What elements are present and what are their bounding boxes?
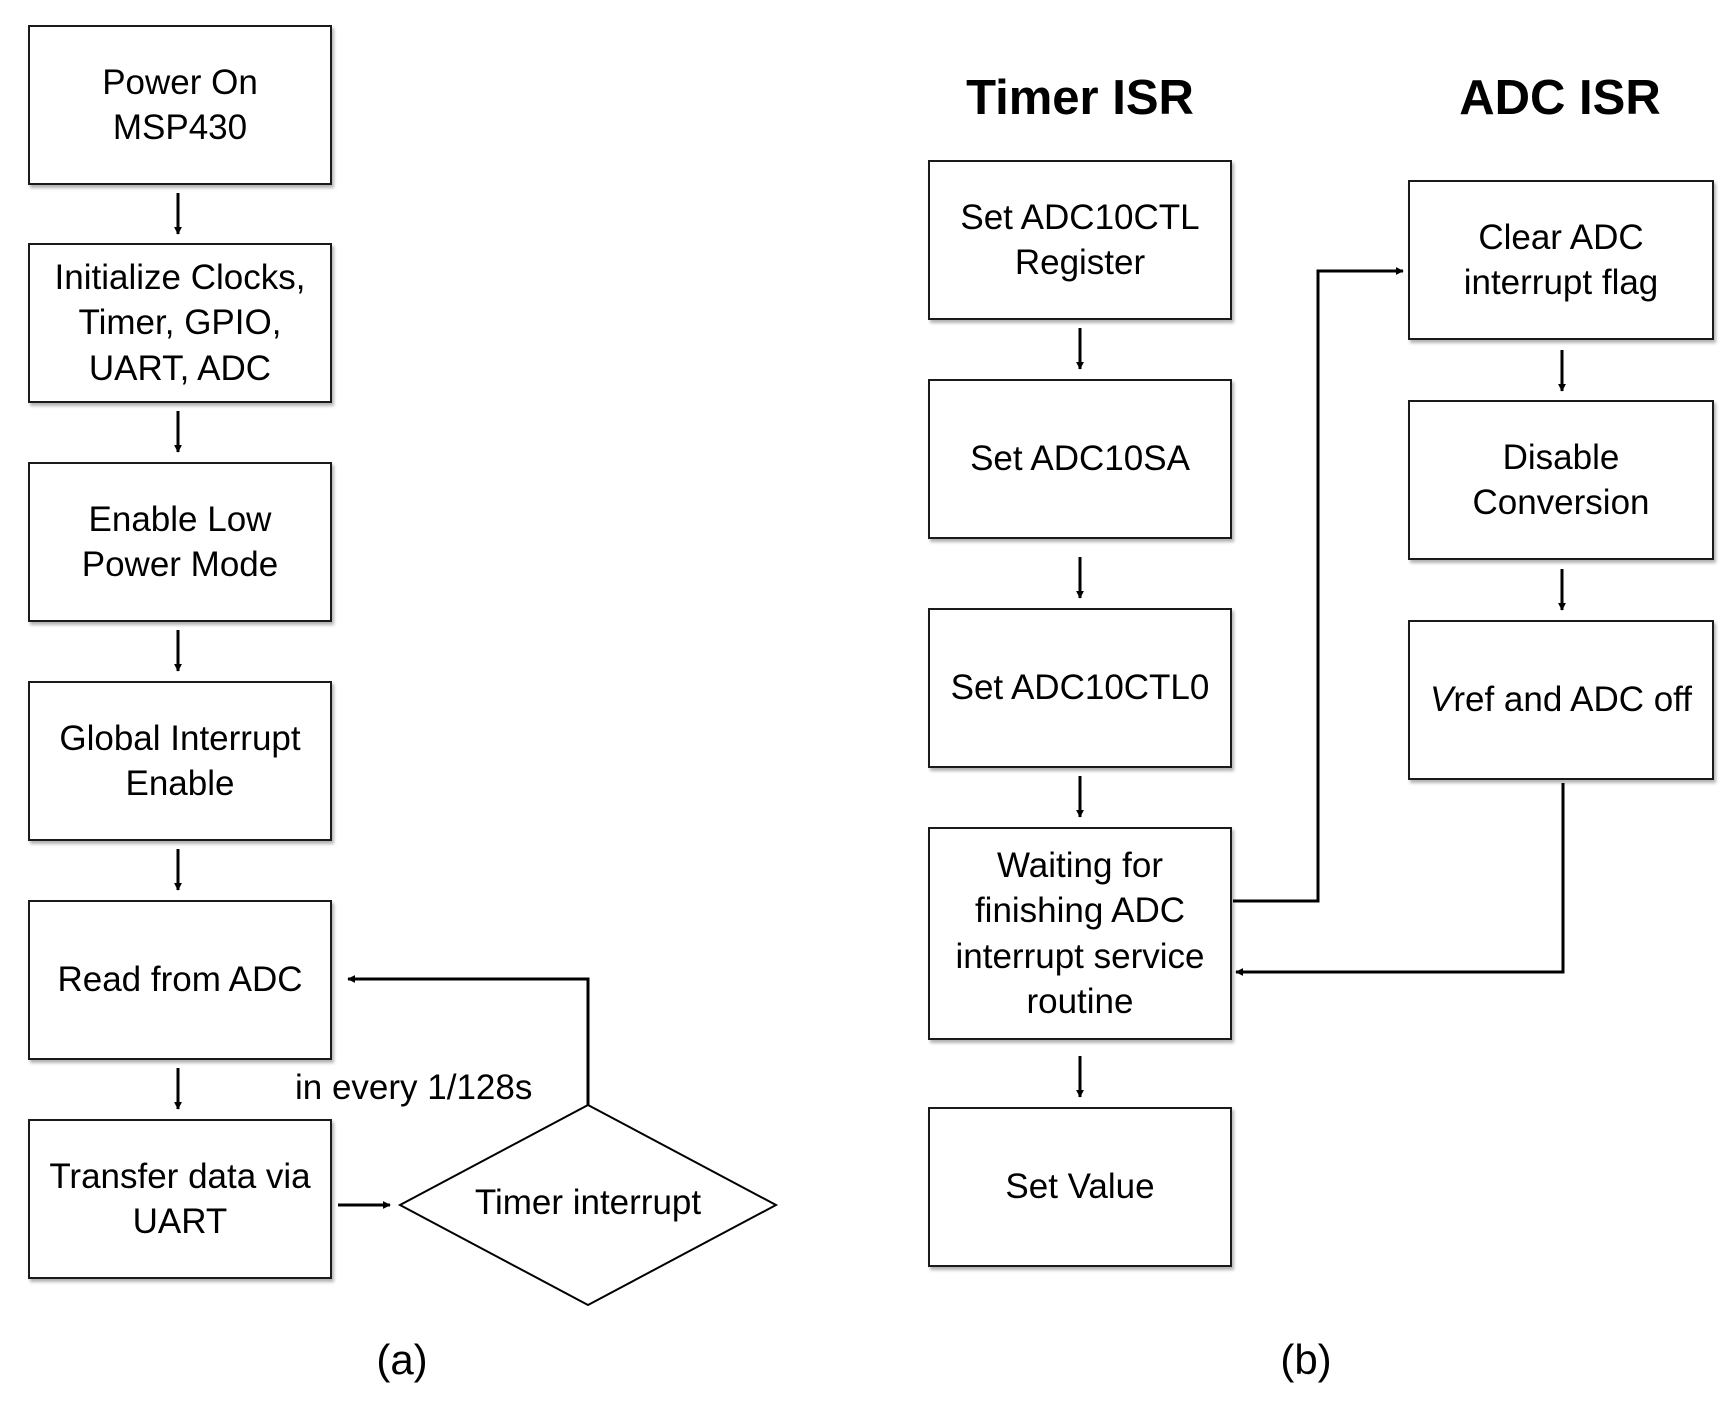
power-on-box: Power On MSP430: [28, 25, 332, 185]
timer-interrupt-diamond: [397, 1103, 779, 1307]
set-adc10ctl-box: Set ADC10CTL Register: [928, 160, 1232, 320]
caption-a: (a): [376, 1336, 428, 1383]
arrow-timer-loop-to-read: [347, 975, 590, 1105]
vref-adc-off-label: Vref and ADC off: [1430, 677, 1692, 723]
set-adc10sa-label: Set ADC10SA: [970, 439, 1190, 479]
disable-conversion-box: Disable Conversion: [1408, 400, 1714, 560]
timer-isr-heading: Timer ISR: [966, 71, 1194, 125]
transfer-uart-label: Transfer data via UART: [49, 1156, 311, 1242]
transfer-uart-box: Transfer data via UART: [28, 1119, 332, 1279]
low-power-label: Enable Low Power Mode: [81, 499, 279, 585]
vref-adc-off-box: Vref and ADC off: [1408, 620, 1714, 780]
arrow-waiting-to-clear-flag: [1233, 267, 1404, 903]
waiting-label: Waiting for finishing ADC interrupt serv…: [955, 845, 1205, 1022]
vref-rest: and ADC off: [1494, 680, 1693, 720]
power-on-label: Power On MSP430: [102, 62, 258, 148]
read-adc-box: Read from ADC: [28, 900, 332, 1060]
initialize-box: Initialize Clocks, Timer, GPIO, UART, AD…: [28, 243, 332, 403]
vref-subscript: ref: [1453, 680, 1495, 720]
clear-adc-flag-label: Clear ADC interrupt flag: [1463, 217, 1659, 303]
waiting-box: Waiting for finishing ADC interrupt serv…: [928, 827, 1232, 1040]
set-value-box: Set Value: [928, 1107, 1232, 1267]
read-adc-label: Read from ADC: [57, 960, 303, 1000]
vref-symbol: V: [1429, 680, 1454, 720]
clear-adc-flag-box: Clear ADC interrupt flag: [1408, 180, 1714, 340]
global-interrupt-label: Global Interrupt Enable: [59, 718, 301, 804]
loop-note: in every 1/128s: [295, 1068, 533, 1107]
set-adc10ctl-label: Set ADC10CTL Register: [960, 197, 1200, 283]
low-power-box: Enable Low Power Mode: [28, 462, 332, 622]
adc-isr-heading: ADC ISR: [1459, 71, 1661, 125]
disable-conversion-label: Disable Conversion: [1472, 437, 1650, 523]
timer-interrupt-label: Timer interrupt: [474, 1183, 702, 1222]
set-adc10sa-box: Set ADC10SA: [928, 379, 1232, 539]
global-interrupt-box: Global Interrupt Enable: [28, 681, 332, 841]
set-value-label: Set Value: [1005, 1167, 1155, 1207]
initialize-label: Initialize Clocks, Timer, GPIO, UART, AD…: [54, 257, 306, 388]
set-adc10ctl0-box: Set ADC10CTL0: [928, 608, 1232, 768]
arrow-vref-off-to-waiting: [1235, 783, 1565, 976]
set-adc10ctl0-label: Set ADC10CTL0: [950, 668, 1210, 708]
caption-b: (b): [1280, 1336, 1332, 1383]
